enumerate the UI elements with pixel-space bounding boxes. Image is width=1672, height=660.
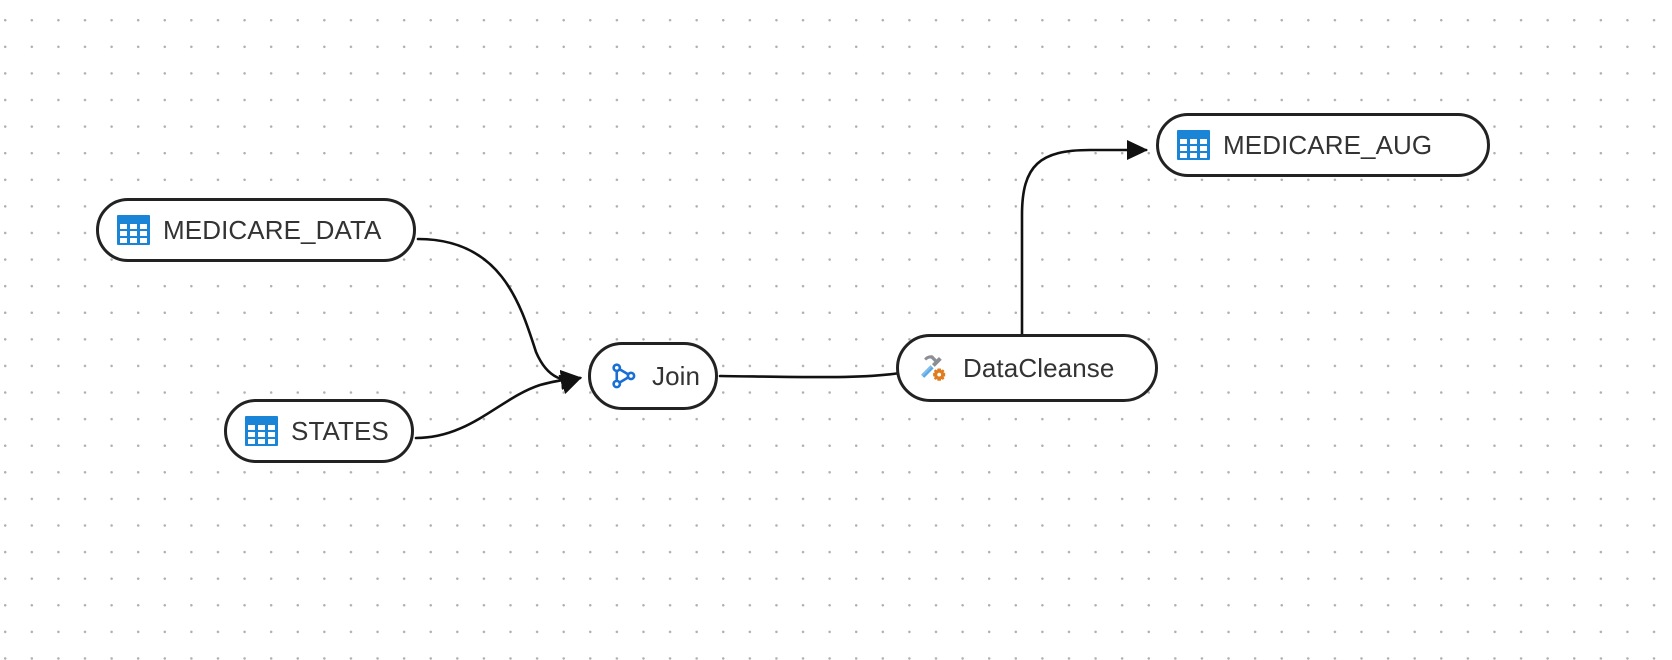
node-label: Join bbox=[652, 361, 701, 391]
node-medicare-aug[interactable]: MEDICARE_AUG bbox=[1156, 113, 1490, 177]
edge-medicare_data-to-join[interactable] bbox=[416, 237, 582, 395]
join-branch-icon bbox=[609, 361, 639, 391]
edge-datacleanse-to-medicare_aug[interactable] bbox=[1020, 139, 1149, 336]
table-icon bbox=[1177, 130, 1210, 160]
node-states[interactable]: STATES bbox=[224, 399, 414, 463]
edge-states-to-join[interactable] bbox=[414, 369, 583, 440]
node-label: DataCleanse bbox=[963, 353, 1115, 383]
node-medicare-data[interactable]: MEDICARE_DATA bbox=[96, 198, 416, 262]
node-label: MEDICARE_DATA bbox=[163, 215, 382, 245]
table-icon bbox=[117, 215, 150, 245]
table-icon bbox=[245, 416, 278, 446]
node-label: STATES bbox=[291, 416, 389, 446]
hammer-gear-icon bbox=[917, 352, 950, 385]
node-join[interactable]: Join bbox=[588, 342, 718, 410]
edge-join-to-datacleanse[interactable] bbox=[718, 359, 923, 381]
node-label: MEDICARE_AUG bbox=[1223, 130, 1433, 160]
node-datacleanse[interactable]: DataCleanse bbox=[896, 334, 1158, 402]
